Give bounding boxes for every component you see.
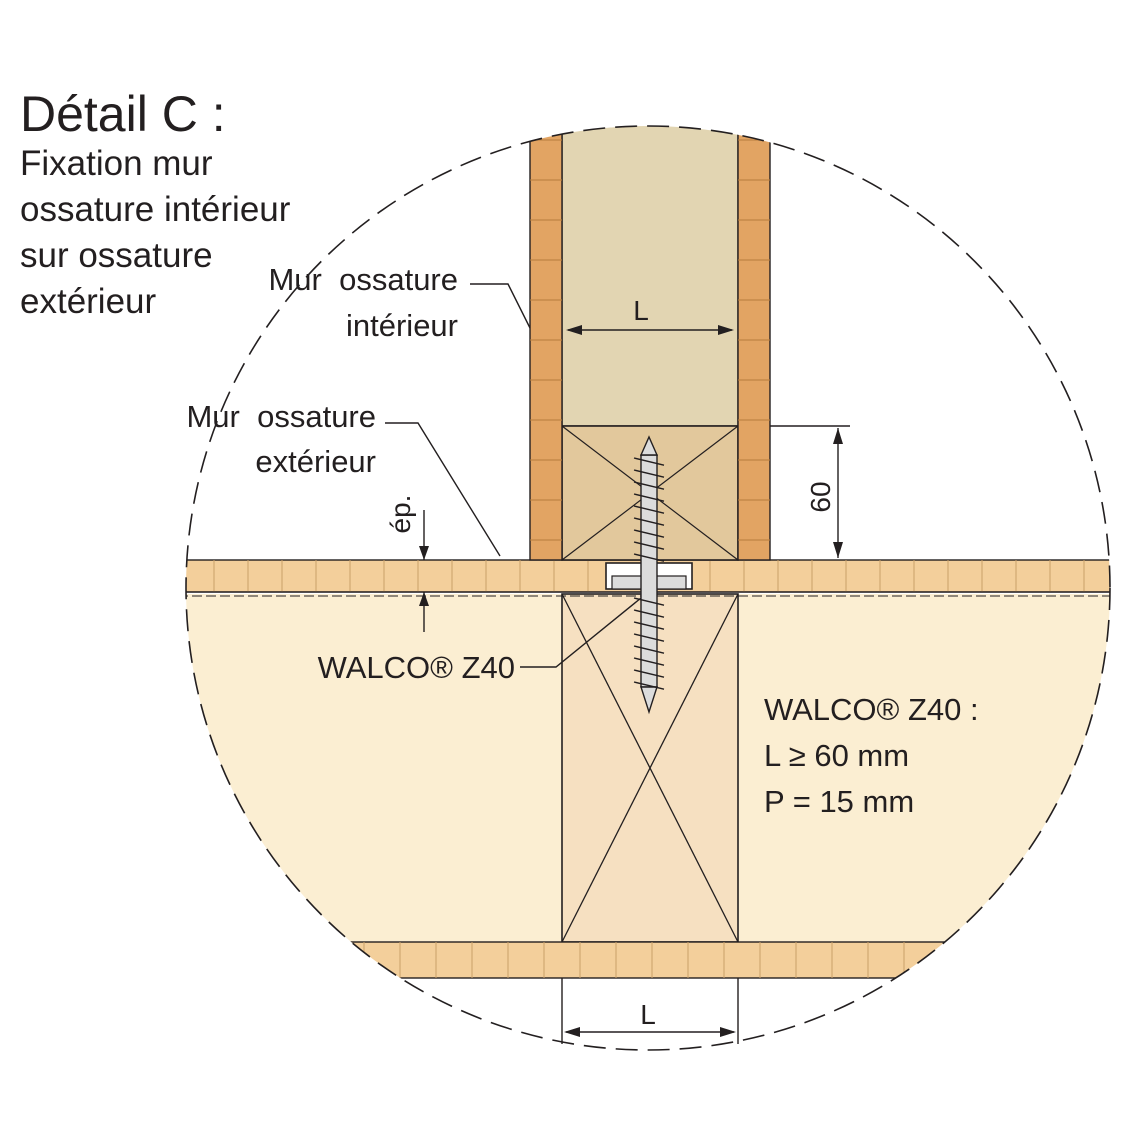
screw-thread	[633, 553, 665, 562]
spec-line-2: P = 15 mm	[764, 784, 914, 819]
screw-thread	[633, 469, 665, 478]
inner-wall-label-line-2: intérieur	[346, 308, 458, 343]
screw-thread	[633, 657, 665, 666]
screw-thread	[633, 505, 665, 514]
screw-thread	[633, 529, 665, 538]
screw-thread	[633, 481, 665, 490]
spec-title: WALCO® Z40 :	[764, 692, 979, 727]
screw-thread	[633, 645, 665, 654]
inner-wall-insulation	[561, 126, 739, 427]
title-line-4: extérieur	[20, 282, 157, 321]
outer-wall-bottom-panel	[186, 941, 1110, 979]
spec-line-1: L ≥ 60 mm	[764, 738, 909, 773]
title-line-2: ossature intérieur	[20, 190, 291, 229]
screw-thread	[633, 669, 665, 678]
walco-z40-screw	[605, 435, 693, 715]
dimension-width-bottom-label: L	[640, 999, 656, 1030]
leader-outer-wall	[385, 422, 501, 557]
screw-tip	[640, 686, 658, 715]
screw-point-top	[639, 435, 659, 456]
screw-thread	[633, 681, 665, 690]
outer-wall-label-line-2: extérieur	[255, 444, 376, 479]
dimension-width-top	[566, 325, 734, 335]
dimension-thickness	[419, 510, 429, 632]
screw-thread	[633, 633, 665, 642]
dimension-height-60	[770, 425, 850, 558]
inner-wall-right-panel	[737, 126, 771, 561]
screw-thread	[633, 457, 665, 466]
screw-thread	[633, 493, 665, 502]
top-panel-plank-joints	[213, 560, 1085, 592]
inner-wall-label-line-1: Mur ossature	[268, 262, 458, 297]
detail-circle	[185, 125, 1111, 1051]
screw-thread	[633, 621, 665, 630]
screw-label: WALCO® Z40	[318, 650, 515, 685]
inner-wall-left-panel	[529, 126, 563, 561]
dimension-width-bottom	[561, 978, 739, 1044]
dimension-thickness-label: ép.	[385, 495, 416, 534]
screw-thread	[633, 517, 665, 526]
title-line-1: Fixation mur	[20, 144, 213, 183]
screw-thread	[633, 541, 665, 550]
outer-stud-cross-b	[561, 593, 739, 943]
dimension-height-60-label: 60	[805, 481, 836, 512]
bottom-panel-plank-joints	[363, 942, 905, 978]
title-main: Détail C :	[20, 86, 226, 142]
dimension-width-top-label: L	[633, 295, 649, 326]
screw-thread	[633, 609, 665, 618]
leader-screw	[520, 597, 642, 668]
screw-threads	[633, 457, 665, 690]
leader-inner-wall	[470, 283, 531, 329]
screw-shank	[640, 454, 658, 688]
title-line-3: sur ossature	[20, 236, 213, 275]
outer-wall-label-line-1: Mur ossature	[186, 399, 376, 434]
